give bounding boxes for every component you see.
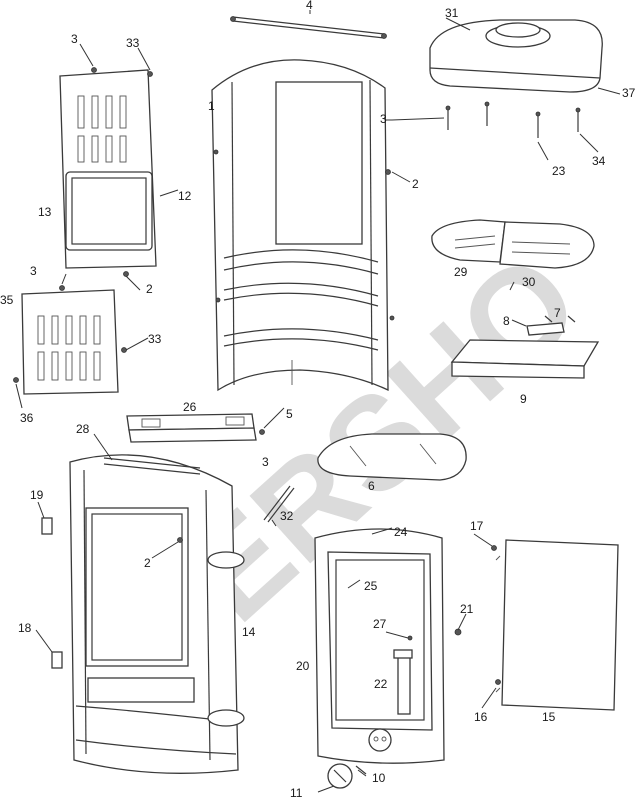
- callout-24: 24: [394, 525, 408, 539]
- callout-7: 7: [554, 306, 561, 320]
- part-fasteners: [13, 67, 501, 685]
- part-top-rod: [230, 16, 387, 39]
- part-grates: [431, 219, 595, 269]
- callout-35: 35: [0, 293, 14, 307]
- part-ash-pan: [450, 339, 600, 379]
- callout-14: 14: [242, 625, 256, 639]
- part-small-bar: [526, 315, 576, 336]
- callout-11: 11: [290, 786, 303, 800]
- callout-16: 16: [474, 710, 488, 724]
- callout-5: 5: [286, 407, 293, 421]
- callout-23: 23: [552, 164, 566, 178]
- callout-3d: 3: [262, 455, 269, 469]
- callout-8: 8: [503, 314, 510, 328]
- callout-34: 34: [592, 154, 606, 168]
- part-top-cover: [429, 19, 603, 93]
- callout-27: 27: [373, 617, 387, 631]
- part-door: [314, 528, 445, 764]
- callout-2b: 2: [146, 282, 153, 296]
- part-front-frame: [69, 454, 245, 774]
- callout-12: 12: [178, 189, 192, 203]
- callout-25: 25: [364, 579, 378, 593]
- part-top-screws: [445, 101, 581, 138]
- part-baffle-bracket: [126, 413, 257, 443]
- callout-31: 31: [445, 6, 459, 20]
- callout-28: 28: [76, 422, 90, 436]
- callout-37: 37: [622, 86, 636, 100]
- callout-1: 1: [208, 99, 215, 113]
- callout-2a: 2: [412, 177, 419, 191]
- callout-9: 9: [520, 392, 527, 406]
- callout-30: 30: [522, 275, 536, 289]
- part-knob: [327, 763, 367, 789]
- callout-6: 6: [368, 479, 375, 493]
- callout-36: 36: [20, 411, 34, 425]
- callout-22: 22: [374, 677, 388, 691]
- part-baffle-plate: [317, 433, 467, 481]
- callout-21: 21: [460, 602, 474, 616]
- part-back-panel: [59, 69, 157, 269]
- callout-33b: 33: [148, 332, 162, 346]
- part-stove-body: [211, 59, 389, 392]
- callout-26: 26: [183, 400, 197, 414]
- callout-10: 10: [372, 771, 386, 785]
- part-hinges: [41, 517, 63, 669]
- callout-18: 18: [18, 621, 32, 635]
- callout-20: 20: [296, 659, 310, 673]
- callout-15: 15: [542, 710, 556, 724]
- leader-lines: [15, 10, 621, 793]
- callout-13: 13: [38, 205, 52, 219]
- part-glass: [495, 539, 619, 711]
- part-lower-back-panel: [21, 289, 119, 395]
- callout-32: 32: [280, 509, 294, 523]
- callout-19: 19: [30, 488, 44, 502]
- callout-17: 17: [470, 519, 484, 533]
- callout-3c: 3: [30, 264, 37, 278]
- callout-4: 4: [306, 0, 313, 12]
- part-pin: [263, 485, 295, 523]
- callout-33a: 33: [126, 36, 140, 50]
- callout-29: 29: [454, 265, 468, 279]
- callout-2c: 2: [144, 556, 151, 570]
- callout-3a: 3: [71, 32, 78, 46]
- callout-3b: 3: [380, 112, 387, 126]
